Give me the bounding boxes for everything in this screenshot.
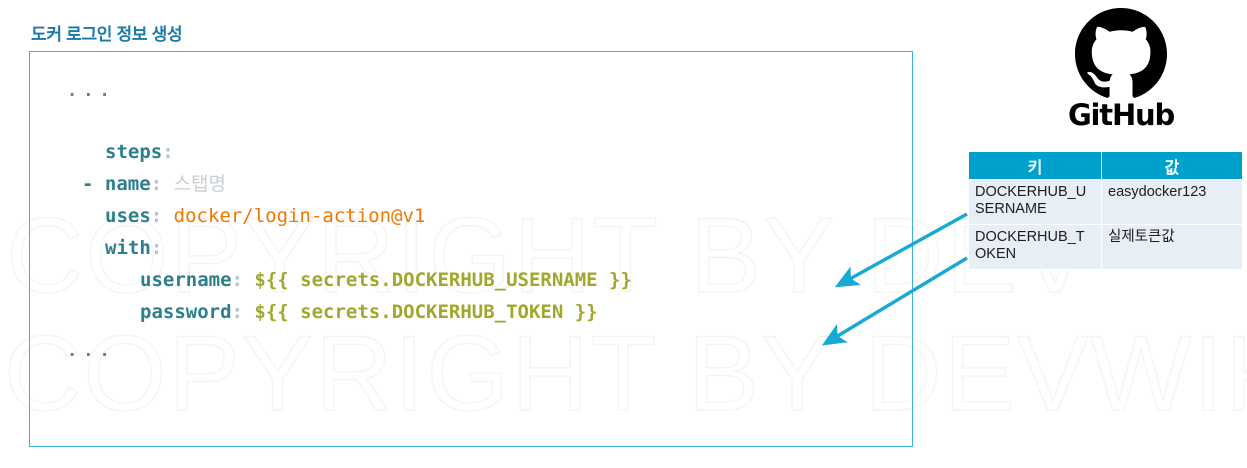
table-row[interactable]: DOCKERHUB_USERNAME easydocker123 — [968, 179, 1243, 225]
code-line-name: - name: 스탭명 — [82, 168, 226, 200]
yaml-key-with: with — [105, 237, 151, 259]
table-header-key: 키 — [968, 151, 1102, 180]
secrets-table: 키 값 DOCKERHUB_USERNAME easydocker123 DOC… — [968, 151, 1243, 270]
secret-key-cell: DOCKERHUB_USERNAME — [968, 179, 1102, 225]
yaml-key-name: name — [104, 173, 151, 195]
yaml-key-password: password — [140, 301, 232, 323]
github-wordmark: GitHub — [1067, 98, 1175, 132]
ellipsis-top-text: ... — [67, 81, 116, 101]
github-logo: GitHub — [1063, 8, 1179, 132]
colon-uses: : — [150, 205, 163, 227]
yaml-value-name-placeholder: 스탭명 — [173, 173, 227, 195]
yaml-value-password: ${{ secrets.DOCKERHUB_TOKEN }} — [254, 301, 598, 323]
colon-steps: : — [162, 141, 174, 163]
code-ellipsis-top: ... — [67, 74, 116, 107]
code-line-steps: steps: — [105, 136, 174, 168]
yaml-key-uses: uses — [105, 205, 151, 227]
table-header-row: 키 값 — [968, 151, 1243, 180]
colon-name: : — [150, 173, 163, 195]
secret-key-cell: DOCKERHUB_TOKEN — [968, 224, 1102, 270]
yaml-key-username: username — [140, 269, 232, 291]
yaml-key-steps: steps — [105, 141, 163, 163]
yaml-dash: - — [82, 173, 94, 195]
code-line-password: password: ${{ secrets.DOCKERHUB_TOKEN }} — [140, 296, 598, 328]
code-content: ... steps: - name: 스탭명 uses: docker/logi… — [29, 51, 913, 447]
ellipsis-bottom-text: ... — [67, 341, 116, 361]
page-title: 도커 로그인 정보 생성 — [31, 25, 183, 44]
secret-value-cell: 실제토큰값 — [1101, 224, 1243, 270]
code-ellipsis-bottom: ... — [67, 334, 116, 367]
secret-value-cell: easydocker123 — [1101, 179, 1243, 225]
github-octocat-icon — [1075, 8, 1167, 98]
code-line-uses: uses: docker/login-action@v1 — [105, 200, 425, 232]
yaml-value-username: ${{ secrets.DOCKERHUB_USERNAME }} — [254, 269, 632, 291]
code-line-with: with: — [105, 232, 162, 264]
colon-with: : — [150, 237, 163, 259]
code-line-username: username: ${{ secrets.DOCKERHUB_USERNAME… — [140, 264, 632, 296]
yaml-value-uses: docker/login-action@v1 — [173, 205, 426, 227]
table-header-value: 값 — [1101, 151, 1243, 180]
colon-password: : — [231, 301, 243, 323]
colon-username: : — [231, 269, 243, 291]
table-row[interactable]: DOCKERHUB_TOKEN 실제토큰값 — [968, 224, 1243, 270]
